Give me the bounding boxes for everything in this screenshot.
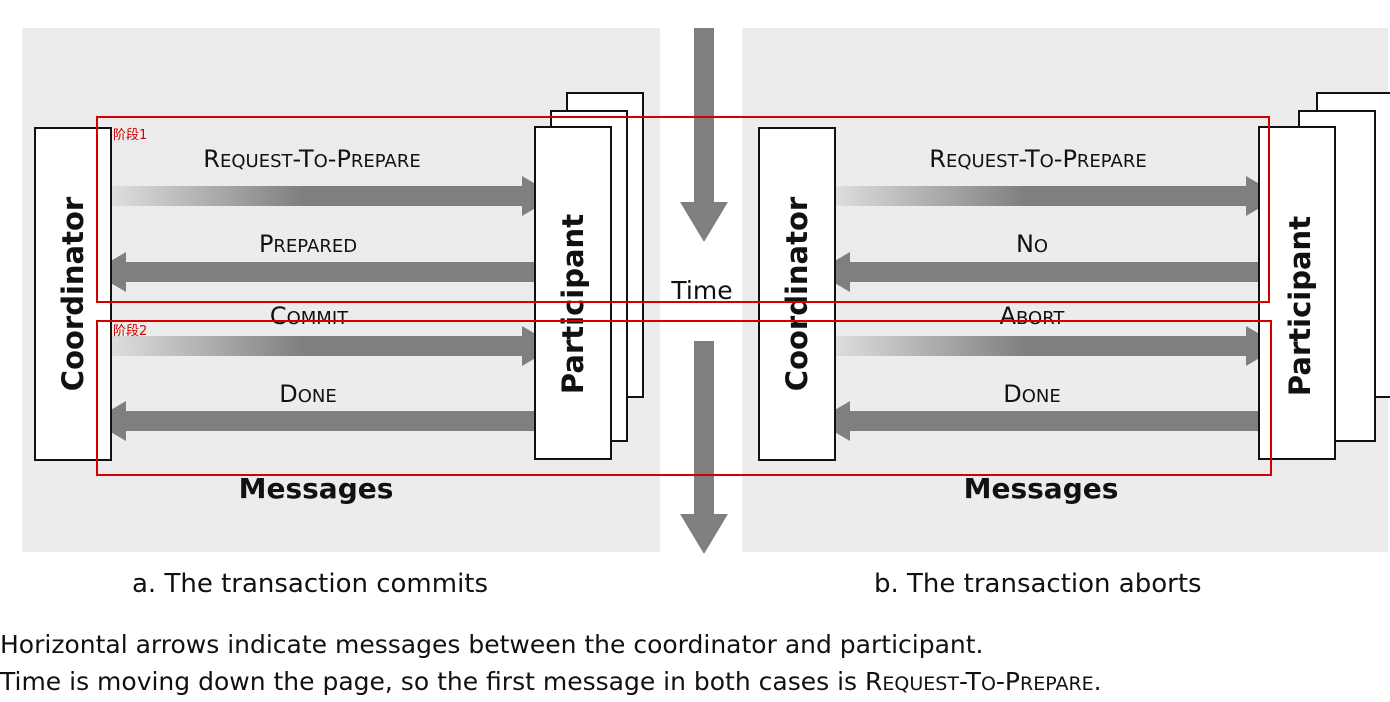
time-arrow-bottom (680, 341, 728, 554)
time-arrow-top (680, 28, 728, 242)
footnote-line-1: Horizontal arrows indicate messages betw… (0, 630, 984, 659)
coordinator-box-a (34, 127, 112, 461)
stage-1-outline (96, 116, 1270, 303)
messages-label-b: Messages (963, 472, 1119, 505)
arrow-request-to-prepare-a (96, 176, 556, 216)
stage-2-label: 阶段2 (113, 324, 148, 339)
message-label-abort-b: ABORT (999, 302, 1065, 330)
arrow-abort-b (818, 326, 1280, 366)
message-label-done-a: DONE (279, 380, 337, 408)
stage-2-outline (96, 320, 1272, 476)
message-label-request-to-prepare-a: REQUEST-TO-PREPARE (203, 145, 421, 173)
arrow-prepared-a (92, 252, 552, 292)
messages-label-a: Messages (238, 472, 394, 505)
stage-1-label: 阶段1 (113, 128, 148, 143)
message-label-request-to-prepare-b: REQUEST-TO-PREPARE (929, 145, 1147, 173)
footnote-line-2: Time is moving down the page, so the fir… (0, 667, 1102, 696)
message-label-prepared-a: PREPARED (258, 230, 358, 258)
participant-box-a (534, 126, 612, 460)
arrow-no-b (816, 252, 1276, 292)
arrow-commit-a (96, 326, 556, 366)
arrow-done-b (816, 401, 1276, 441)
coordinator-box-b (758, 127, 836, 461)
arrow-request-to-prepare-b (818, 176, 1280, 216)
caption-commit: a. The transaction commits (132, 569, 489, 599)
coordinator-label-a: Coordinator (56, 196, 90, 392)
participant-label-b: Participant (1283, 215, 1317, 397)
time-label: Time (671, 276, 733, 305)
caption-abort: b. The transaction aborts (874, 569, 1202, 599)
message-label-commit-a: COMMIT (269, 302, 349, 330)
arrow-done-a (92, 401, 552, 441)
message-label-no-b: NO (1015, 230, 1049, 258)
message-label-done-b: DONE (1003, 380, 1061, 408)
